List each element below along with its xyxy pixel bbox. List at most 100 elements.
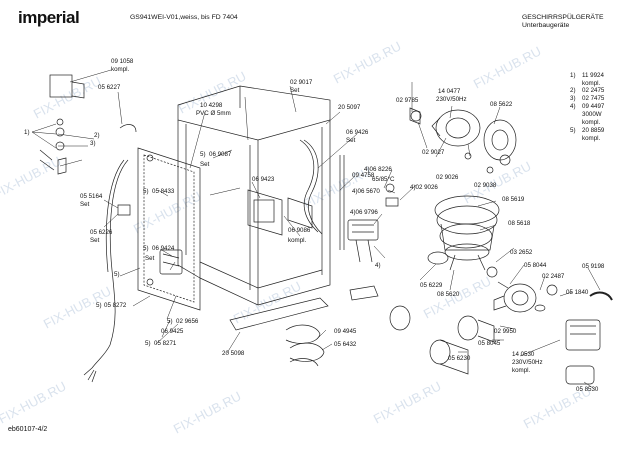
part-label: 06 9086 [288, 227, 311, 234]
part-label: 09 1058 [111, 58, 134, 65]
legend-value: 09 4497 [582, 103, 605, 110]
part-label: 05 8045 [478, 340, 501, 347]
part-label: 06 9424 [152, 245, 175, 252]
part-label: 05 6432 [334, 341, 357, 348]
part-label: 230V/50Hz [436, 96, 467, 103]
cable-assembly [39, 74, 137, 383]
part-label: 09 4758 [352, 172, 375, 179]
hose-assembly [299, 139, 345, 250]
part-label: 5) [143, 188, 149, 195]
legend-key: 5) [570, 127, 576, 134]
part-label: Set [346, 137, 356, 144]
brand-logo: imperial [18, 8, 80, 27]
part-label: kompl. [288, 237, 307, 244]
sump-assembly [427, 195, 500, 278]
part-label: 02 2487 [542, 273, 565, 280]
part-label: 03 2652 [510, 249, 533, 256]
heating-pump [409, 107, 517, 174]
part-label: 5) [167, 318, 173, 325]
part-label: 05 8044 [524, 262, 547, 269]
part-label: 02 9950 [494, 328, 517, 335]
legend-value: 11 9924 [582, 72, 604, 79]
part-label: 02 9027 [422, 149, 445, 156]
part-label: 05 1840 [566, 289, 589, 296]
part-label: 05 6226 [90, 229, 113, 236]
part-label: Set [200, 161, 210, 168]
part-label: 14 0477 [438, 88, 461, 95]
part-label: 06 9087 [209, 151, 232, 158]
part-label: 08 5620 [437, 291, 460, 298]
part-label: 1) [24, 129, 30, 136]
part-label: 5) [114, 271, 120, 278]
drain-pump [493, 281, 613, 385]
part-label: 5) [143, 245, 149, 252]
part-label: 4)06 8226 [364, 166, 392, 173]
legend-key: 2) [570, 87, 576, 94]
part-label: Set [90, 237, 100, 244]
legend-value: 02 7475 [582, 95, 605, 102]
category-line-1: GESCHIRRSPÜLGERÄTE [522, 14, 604, 21]
legend-value: 3000W [582, 111, 602, 118]
part-label: 05 5164 [80, 193, 103, 200]
part-label: 06 9426 [346, 129, 369, 136]
part-label: Set [80, 201, 90, 208]
part-label: 08 5622 [490, 101, 513, 108]
part-label: 06 9423 [252, 176, 275, 183]
part-label: Set [145, 255, 155, 262]
legend-value: kompl. [582, 135, 601, 142]
part-label: 02 9785 [396, 97, 419, 104]
legend-value: 20 8859 [582, 127, 605, 134]
part-label: 09 4945 [334, 328, 357, 335]
part-label: 02 9656 [176, 318, 199, 325]
legend-value: kompl. [582, 119, 601, 126]
legend-value: 02 2475 [582, 87, 605, 94]
model-title: GS941WEI-V01,weiss, bis FD 7404 [130, 14, 238, 21]
part-label: 08 5619 [502, 196, 525, 203]
part-label: 05 8272 [104, 302, 127, 309]
part-label: 230V/50Hz [512, 359, 543, 366]
legend-key: 3) [570, 95, 576, 102]
part-label: 08 5618 [508, 220, 531, 227]
part-label: 05 8530 [576, 386, 599, 393]
part-label: 4) [375, 262, 381, 269]
legend-value: kompl. [582, 80, 601, 87]
category-line-2: Unterbaugeräte [522, 22, 570, 29]
part-label: 5) [200, 151, 206, 158]
part-label: 06 9425 [161, 328, 184, 335]
tub-frame [177, 85, 331, 331]
part-label: Set [290, 87, 300, 94]
part-label: 4)06 5670 [352, 188, 380, 195]
part-label: kompl. [512, 367, 531, 374]
part-label: 02 9017 [290, 79, 313, 86]
side-panel [137, 147, 201, 311]
part-label: 10 4298 [200, 102, 223, 109]
part-label: 5) [96, 302, 102, 309]
part-label: 05 8433 [152, 188, 175, 195]
legend-key: 1) [570, 72, 576, 79]
leader-lines [31, 69, 601, 389]
part-label: 3) [90, 140, 96, 147]
part-label: 02 9038 [474, 182, 497, 189]
part-label: 5) [145, 340, 151, 347]
base-plate [229, 297, 329, 331]
document-code: eb60107-4/2 [8, 426, 48, 433]
legend-key: 4) [570, 103, 576, 110]
part-label: 20 5098 [222, 350, 245, 357]
part-label: 02 9026 [436, 174, 459, 181]
part-label: 05 8271 [154, 340, 177, 347]
part-label: 05 6230 [448, 355, 471, 362]
part-label: 4)06 9796 [350, 209, 378, 216]
part-label: 65/85°C [372, 176, 395, 183]
part-label: 20 5097 [338, 104, 361, 111]
part-label: 05 6227 [98, 84, 121, 91]
part-label: 14 0530 [512, 351, 535, 358]
part-label: 4)02 9026 [410, 184, 438, 191]
part-label: 05 6229 [420, 282, 443, 289]
part-label: 05 9198 [582, 263, 605, 270]
part-label: 2) [94, 132, 100, 139]
part-label: PVC Ø 5mm [196, 110, 231, 117]
lower-middle-parts [285, 285, 495, 375]
part-label: kompl. [111, 66, 130, 73]
thermostat-group [347, 110, 422, 263]
